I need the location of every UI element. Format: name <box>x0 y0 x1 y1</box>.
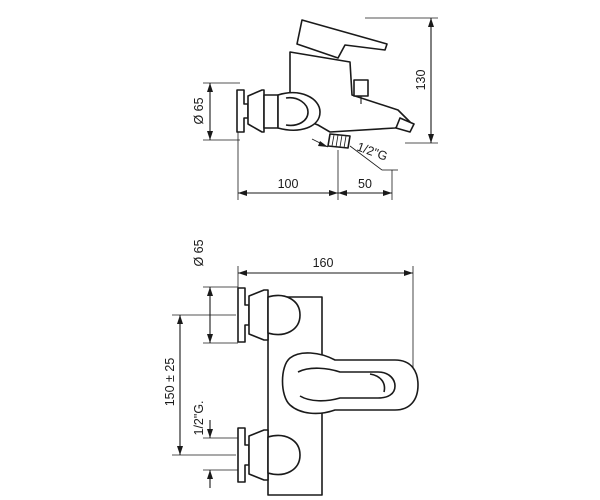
lever-front <box>281 352 419 415</box>
dimension-diameter-front-label: Ø 65 <box>192 239 206 266</box>
upper-connector-front <box>237 287 301 343</box>
dimension-thread-front: 1/2"G. <box>192 400 238 488</box>
dimension-width-right-label: 50 <box>358 177 372 191</box>
thread-label-side: 1/2"G <box>355 140 389 164</box>
thread-callout-side: 1/2"G <box>311 138 398 171</box>
dimension-center-spacing-label: 150 ± 25 <box>163 358 177 407</box>
front-view: 160 Ø 65 150 ± 25 1/2" <box>163 239 419 496</box>
dimension-width-side: 100 50 <box>237 132 393 200</box>
thread-label-front: 1/2"G. <box>192 400 206 435</box>
dimension-height-label: 130 <box>414 70 428 91</box>
dimension-height-130: 130 <box>365 17 438 144</box>
dimension-diameter-side: Ø 65 <box>192 82 240 141</box>
wall-connector-side <box>236 89 279 133</box>
dimension-diameter-side-label: Ø 65 <box>192 97 206 124</box>
dimension-diameter-front: Ø 65 <box>192 239 238 344</box>
dimension-width-left-label: 100 <box>278 177 299 191</box>
side-view: 130 Ø 65 <box>192 17 438 200</box>
lower-connector-front <box>237 427 301 483</box>
mixer-body-side <box>277 19 415 149</box>
dimension-width-front-label: 160 <box>313 256 334 270</box>
dimension-center-spacing: 150 ± 25 <box>163 314 236 456</box>
